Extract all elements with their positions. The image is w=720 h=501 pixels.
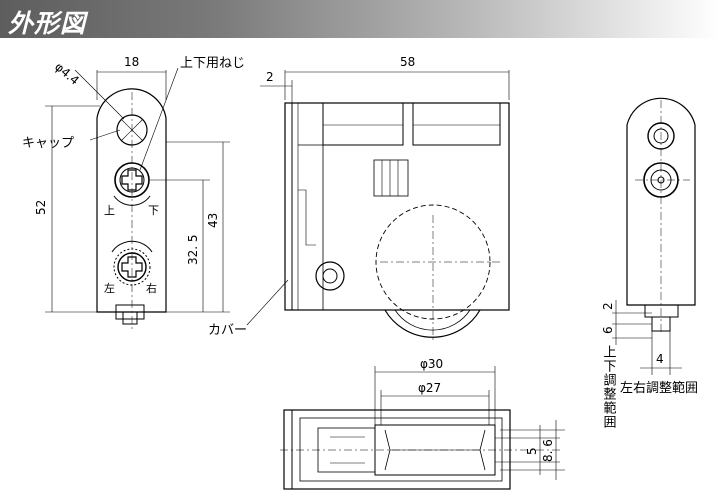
right-view bbox=[612, 97, 696, 375]
label-vertical-range: 上下調整範囲 bbox=[601, 345, 617, 429]
label-left: 左 bbox=[104, 282, 115, 295]
dim-hole-dia: φ4.4 bbox=[52, 60, 82, 88]
side-view bbox=[45, 67, 230, 330]
dim-wheel-outer: φ30 bbox=[420, 357, 443, 371]
dim-range-v-2: 2 bbox=[601, 302, 615, 310]
label-down: 下 bbox=[148, 204, 159, 217]
bottom-view bbox=[280, 366, 565, 490]
label-up: 上 bbox=[104, 204, 115, 217]
dim-height-32-5: 32. 5 bbox=[186, 234, 200, 265]
front-view bbox=[246, 70, 510, 340]
dim-height-43: 43 bbox=[206, 213, 220, 228]
page-title: 外形図 bbox=[8, 9, 87, 38]
label-cap: キャップ bbox=[22, 136, 74, 151]
dim-wheel-inner: φ27 bbox=[418, 381, 441, 395]
dim-range-v-6: 6 bbox=[601, 326, 615, 334]
dim-height-total: 52 bbox=[34, 200, 48, 215]
dim-front-width: 58 bbox=[400, 55, 415, 69]
dim-side-width: 18 bbox=[124, 55, 139, 69]
label-right: 右 bbox=[146, 281, 157, 295]
label-screw: 上下用ねじ bbox=[180, 56, 245, 71]
title-bar: 外形図 bbox=[0, 0, 720, 38]
dim-cover-thickness: 2 bbox=[266, 70, 274, 84]
label-horizontal-range: 左右調整範囲 bbox=[620, 381, 698, 396]
dim-range-h-4: 4 bbox=[656, 352, 664, 366]
dim-wheel-width-5: 5 bbox=[525, 447, 539, 455]
labels: 18 φ4.4 上下用ねじ キャップ 52 43 32. 5 上 下 左 右 5… bbox=[22, 55, 698, 462]
dim-wheel-width-8-6: 8. 6 bbox=[541, 439, 555, 462]
label-cover: カバー bbox=[208, 323, 247, 338]
